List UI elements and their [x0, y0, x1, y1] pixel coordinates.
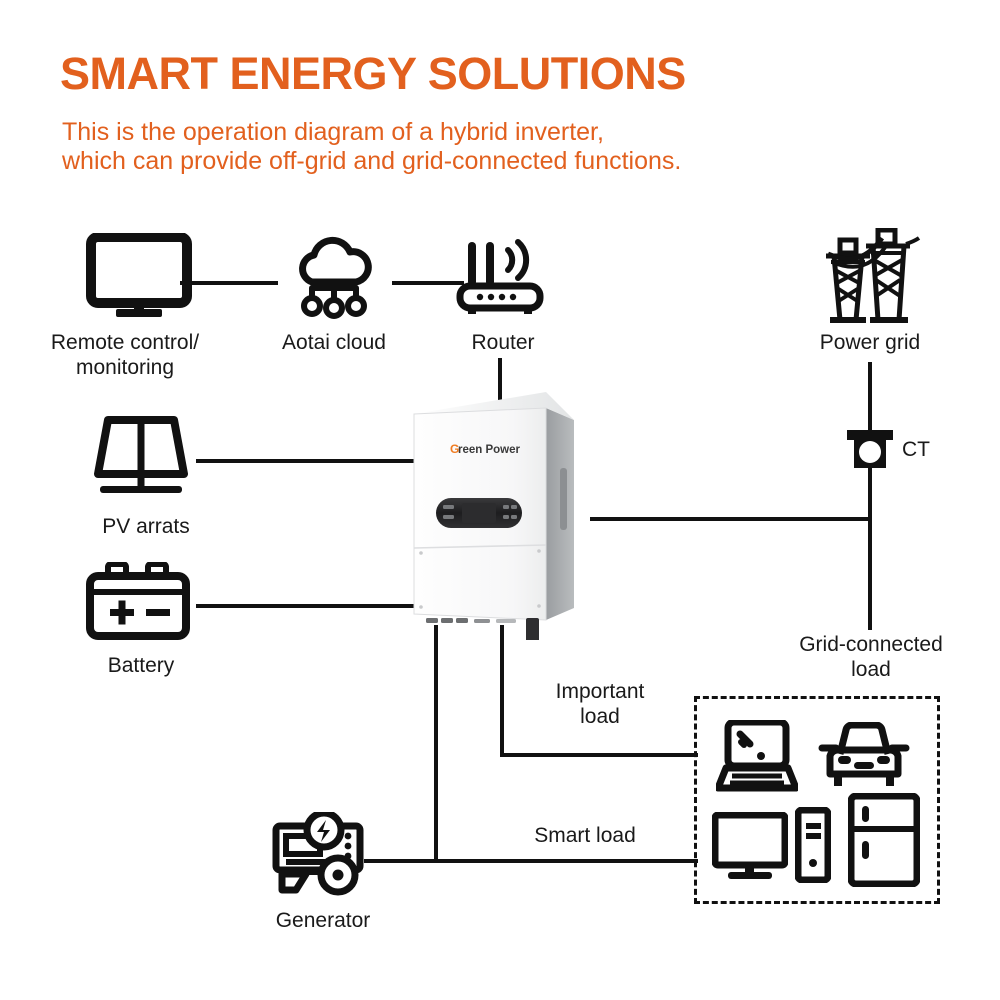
computer-tower-icon — [795, 807, 831, 883]
label-remote-control: Remote control/ monitoring — [50, 331, 200, 379]
wire-inverter-to-smartload-vertical — [434, 625, 438, 863]
current-transformer-icon — [845, 430, 895, 470]
wire-router-to-inverter — [498, 358, 502, 404]
refrigerator-icon — [848, 793, 920, 887]
svg-text:G: G — [450, 442, 459, 456]
transmission-tower-icon — [818, 228, 922, 332]
page-title: SMART ENERGY SOLUTIONS — [60, 48, 686, 99]
subtitle-line-1: This is the operation diagram of a hybri… — [62, 118, 604, 146]
wire-inverter-to-grid-bus — [590, 517, 870, 521]
label-smart-load: Smart load — [534, 824, 636, 847]
desktop-computer-icon — [712, 812, 788, 882]
wire-powergrid-to-ct — [868, 362, 872, 434]
wire-pv-to-inverter — [196, 459, 418, 463]
wire-smartload-horizontal — [364, 859, 698, 863]
load-box — [694, 696, 940, 904]
monitor-icon — [86, 233, 192, 319]
wire-ct-to-gridload — [868, 466, 872, 630]
wire-battery-to-inverter — [196, 604, 418, 608]
label-ct: CT — [902, 438, 930, 461]
wire-importantload-horizontal — [500, 753, 698, 757]
wire-remote-to-cloud — [180, 281, 278, 285]
label-router: Router — [471, 331, 535, 354]
wire-inverter-to-importantload-vertical — [500, 625, 504, 757]
generator-icon — [272, 812, 368, 898]
wire-cloud-to-router — [392, 281, 464, 285]
label-aotai-cloud: Aotai cloud — [282, 331, 386, 354]
battery-icon — [84, 562, 196, 642]
solar-panel-icon — [86, 410, 196, 502]
hybrid-inverter: G reen Power — [404, 390, 594, 646]
page-subtitle: This is the operation diagram of a hybri… — [62, 118, 681, 176]
label-pv-arrats: PV arrats — [102, 515, 190, 538]
label-important-load: Important load — [555, 680, 645, 728]
subtitle-line-2: which can provide off-grid and grid-conn… — [62, 147, 682, 175]
svg-text:reen Power: reen Power — [458, 444, 521, 456]
wifi-router-icon — [456, 236, 554, 318]
label-grid-connected-load: Grid-connected load — [799, 633, 943, 681]
label-generator: Generator — [275, 909, 371, 932]
label-battery: Battery — [107, 654, 175, 677]
label-power-grid: Power grid — [819, 331, 921, 354]
cloud-network-icon — [282, 236, 386, 320]
car-icon — [818, 722, 910, 792]
laptop-icon — [716, 720, 798, 792]
